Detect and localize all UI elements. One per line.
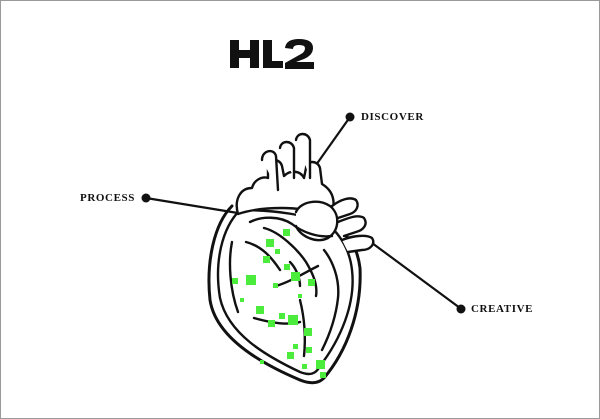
hl2-logo[interactable] (230, 38, 316, 70)
creative-link[interactable]: CREATIVE (471, 303, 534, 315)
discover-link[interactable]: DISCOVER (361, 111, 424, 123)
process-link[interactable]: PROCESS (80, 192, 135, 204)
pixel-particles (232, 229, 326, 378)
creative-dot[interactable] (456, 304, 466, 314)
discover-dot[interactable] (345, 112, 355, 122)
process-dot[interactable] (141, 193, 151, 203)
anatomical-heart-icon (207, 132, 375, 385)
